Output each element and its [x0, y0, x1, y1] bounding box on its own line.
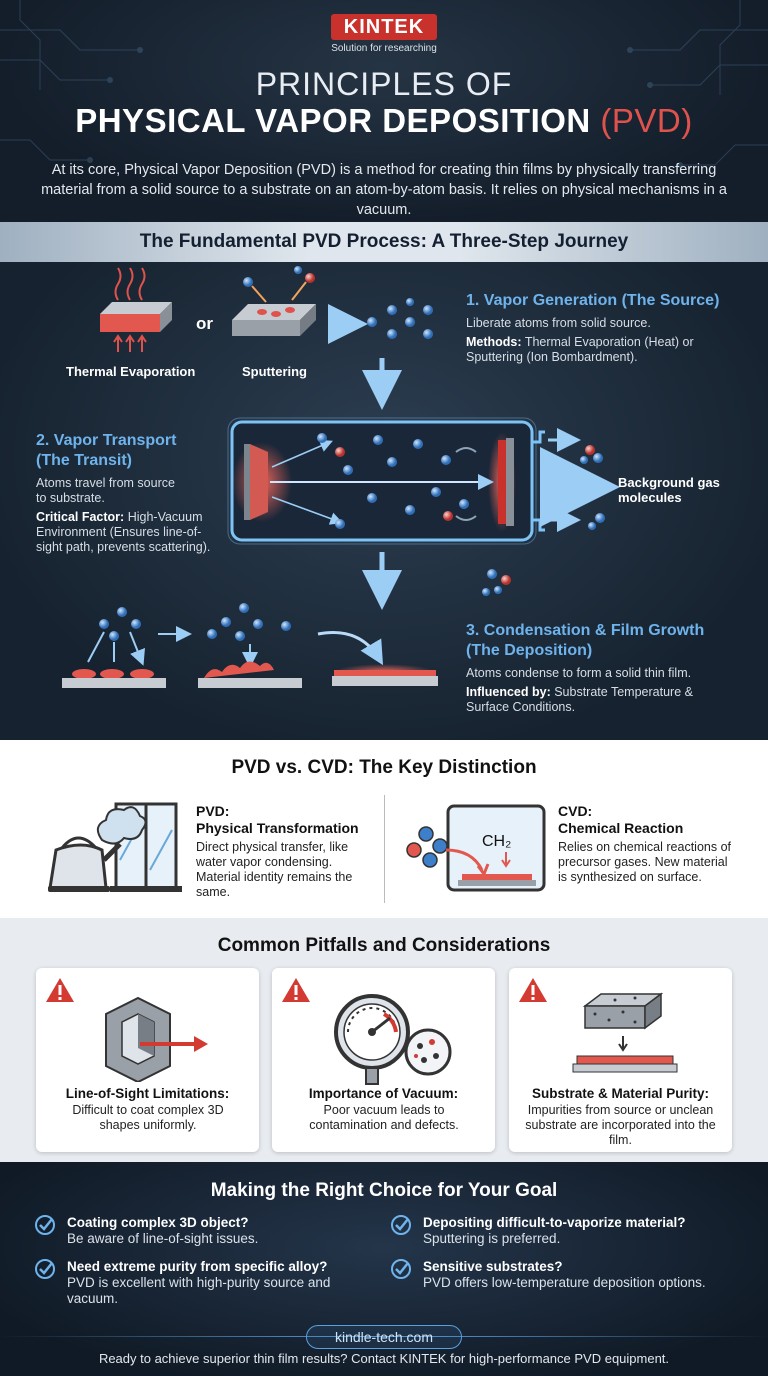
- choice-3-answer: PVD is excellent with high-purity source…: [67, 1275, 331, 1306]
- pitfall-card-2: Importance of Vacuum: Poor vacuum leads …: [272, 968, 495, 1152]
- cvd-reaction-icon: CH₂: [406, 804, 546, 892]
- vacuum-gauge-icon: [334, 994, 452, 1085]
- sputtering-icon: [232, 266, 316, 336]
- step-3-detail: Influenced by: Substrate Temperature & S…: [466, 685, 716, 715]
- choice-2-answer: Sputtering is preferred.: [423, 1231, 561, 1246]
- footer-glow-line: [0, 1336, 768, 1337]
- step-1-key: Methods:: [466, 335, 522, 349]
- step-3: 3. Condensation & Film Growth (The Depos…: [466, 621, 756, 715]
- warning-icon: [46, 978, 74, 1002]
- thermal-evaporation-label: Thermal Evaporation: [66, 364, 196, 379]
- choice-1-answer: Be aware of line-of-sight issues.: [67, 1231, 259, 1246]
- pitfall-card-3: Substrate & Material Purity: Impurities …: [509, 968, 732, 1152]
- substrate-purity-icon: [572, 992, 678, 1073]
- cvd-column: CVD: Chemical Reaction Relies on chemica…: [558, 803, 748, 885]
- choice-1-question: Coating complex 3D object?: [67, 1215, 249, 1230]
- choice-4-answer: PVD offers low-temperature deposition op…: [423, 1275, 706, 1290]
- comparison-divider: [384, 795, 385, 903]
- vacuum-chamber-icon: [227, 417, 545, 545]
- page-title-line1: PRINCIPLES OF: [255, 66, 513, 102]
- pitfall-1-text: Difficult to coat complex 3D shapes unif…: [72, 1103, 224, 1132]
- title-abbr: (PVD): [600, 102, 693, 139]
- kintek-logo: KINTEK: [331, 14, 437, 40]
- checkmark-icon: [35, 1259, 55, 1279]
- background-gas-label: Background gas molecules: [618, 475, 720, 505]
- step-1-detail: Methods: Thermal Evaporation (Heat) or S…: [466, 335, 726, 365]
- pvd-text: Direct physical transfer, like water vap…: [196, 840, 353, 899]
- choice-item-2: Depositing difficult-to-vaporize materia…: [390, 1214, 750, 1247]
- pitfall-3-text: Impurities from source or unclean substr…: [525, 1103, 716, 1147]
- pitfall-1-heading: Line-of-Sight Limitations:: [65, 1086, 230, 1101]
- step-2-key: Critical Factor:: [36, 510, 125, 524]
- cvd-text: Relies on chemical reactions of precurso…: [558, 840, 731, 884]
- step-2-detail-text: High-Vacuum Environment (Ensures line-of…: [36, 510, 211, 554]
- checkmark-icon: [391, 1215, 411, 1235]
- pvd-heading: Physical Transformation: [196, 820, 359, 836]
- checkmark-icon: [35, 1215, 55, 1235]
- cvd-label: CVD:: [558, 803, 593, 819]
- step-2: 2. Vapor Transport (The Transit) Atoms t…: [36, 431, 226, 555]
- step-1-text: Liberate atoms from solid source.: [466, 316, 651, 330]
- process-title-band: [0, 222, 768, 262]
- choice-section: [0, 1162, 768, 1376]
- intro-text: At its core, Physical Vapor Deposition (…: [41, 162, 727, 218]
- brand-tagline: Solution for researching: [331, 43, 437, 54]
- warning-icon: [282, 978, 310, 1002]
- choice-item-4: Sensitive substrates? PVD offers low-tem…: [390, 1258, 750, 1291]
- choice-item-1: Coating complex 3D object? Be aware of l…: [34, 1214, 374, 1247]
- choice-2-question: Depositing difficult-to-vaporize materia…: [423, 1215, 686, 1230]
- step-3-text: Atoms condense to form a solid thin film…: [466, 666, 692, 680]
- step-1: 1. Vapor Generation (The Source) Liberat…: [466, 291, 756, 365]
- pitfall-card-1: Line-of-Sight Limitations: Difficult to …: [36, 968, 259, 1152]
- kettle-window-icon: [48, 802, 182, 892]
- step-2-heading-line2: (The Transit): [36, 452, 133, 469]
- choice-item-3: Need extreme purity from specific alloy?…: [34, 1258, 374, 1307]
- website-link[interactable]: kindle-tech.com: [306, 1325, 462, 1349]
- sputtering-label: Sputtering: [242, 364, 307, 379]
- step-3-detail-text: Substrate Temperature & Surface Conditio…: [466, 685, 693, 714]
- circuit-decoration: [0, 0, 768, 168]
- or-label: or: [196, 314, 213, 333]
- pitfall-3-heading: Substrate & Material Purity:: [531, 1086, 710, 1101]
- step-3-heading-line1: 3. Condensation & Film Growth: [466, 622, 705, 639]
- step-2-heading-line1: 2. Vapor Transport: [36, 432, 177, 449]
- step-3-key: Influenced by:: [466, 685, 551, 699]
- choice-4-question: Sensitive substrates?: [423, 1259, 563, 1274]
- footer-cta: Ready to achieve superior thin film resu…: [98, 1351, 670, 1366]
- comparison-title: PVD vs. CVD: The Key Distinction: [231, 757, 537, 778]
- step-2-text: Atoms travel from source to substrate.: [36, 476, 175, 505]
- pitfalls-title: Common Pitfalls and Considerations: [217, 935, 551, 956]
- step-1-heading: 1. Vapor Generation (The Source): [466, 292, 720, 309]
- process-diagram: [62, 266, 620, 688]
- vapor-atoms-icon: [367, 298, 433, 339]
- warning-icon: [519, 978, 547, 1002]
- choice-3-question: Need extreme purity from specific alloy?: [67, 1259, 328, 1274]
- pvd-column: PVD: Physical Transformation Direct phys…: [196, 803, 376, 900]
- page-title-line2: PHYSICAL VAPOR DEPOSITION (PVD): [0, 102, 768, 140]
- film-growth-stages-icon: [62, 603, 438, 688]
- step-1-detail-text: Thermal Evaporation (Heat) or Sputtering…: [466, 335, 694, 364]
- pitfall-2-text: Poor vacuum leads to contamination and d…: [309, 1103, 459, 1132]
- step-2-detail: Critical Factor: High-Vacuum Environment…: [36, 510, 216, 555]
- pitfall-2-heading: Importance of Vacuum:: [308, 1086, 459, 1101]
- complex-shape-icon: [105, 996, 208, 1082]
- choice-title: Making the Right Choice for Your Goal: [210, 1180, 558, 1201]
- cvd-heading: Chemical Reaction: [558, 820, 684, 836]
- checkmark-icon: [391, 1259, 411, 1279]
- pvd-label: PVD:: [196, 803, 230, 819]
- background-gas-icon: [482, 428, 620, 596]
- process-title: The Fundamental PVD Process: A Three-Ste…: [139, 231, 629, 252]
- thermal-evaporation-icon: [100, 267, 172, 352]
- title-main: PHYSICAL VAPOR DEPOSITION: [75, 102, 591, 139]
- step-3-heading-line2: (The Deposition): [466, 642, 593, 659]
- cvd-formula: CH₂: [482, 833, 511, 850]
